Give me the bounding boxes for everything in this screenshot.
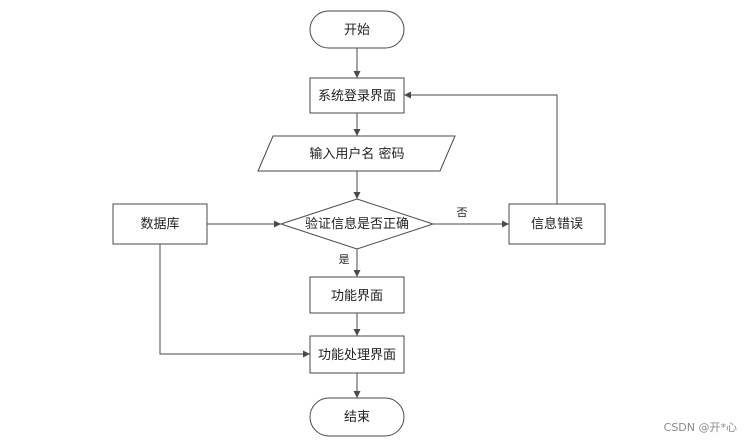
- verify-decision-label: 验证信息是否正确: [305, 216, 409, 232]
- end-node-label: 结束: [344, 410, 370, 425]
- database-node: 数据库: [112, 203, 208, 245]
- input-node-label: 输入用户名 密码: [309, 146, 404, 162]
- edges: [159, 48, 558, 398]
- function-node: 功能界面: [309, 276, 405, 314]
- process-node: 功能处理界面: [309, 335, 405, 374]
- error-node: 信息错误: [508, 203, 606, 245]
- start-node: 开始: [309, 10, 405, 49]
- input-node: 输入用户名 密码: [257, 135, 456, 172]
- edge-error-to-login: [404, 91, 558, 204]
- end-node: 结束: [309, 397, 405, 437]
- error-node-label: 信息错误: [531, 216, 583, 232]
- login-node-label: 系统登录界面: [318, 89, 396, 104]
- function-node-label: 功能界面: [331, 289, 383, 304]
- edge-label-no: 否: [457, 206, 468, 219]
- start-node-label: 开始: [344, 23, 370, 38]
- database-node-label: 数据库: [140, 216, 179, 232]
- edge-database-to-process: [159, 244, 310, 358]
- login-node: 系统登录界面: [309, 77, 405, 114]
- verify-decision: 验证信息是否正确: [279, 198, 435, 250]
- watermark-text: CSDN @开*心: [664, 421, 737, 434]
- edge-label-yes: 是: [339, 253, 350, 266]
- process-node-label: 功能处理界面: [318, 348, 396, 363]
